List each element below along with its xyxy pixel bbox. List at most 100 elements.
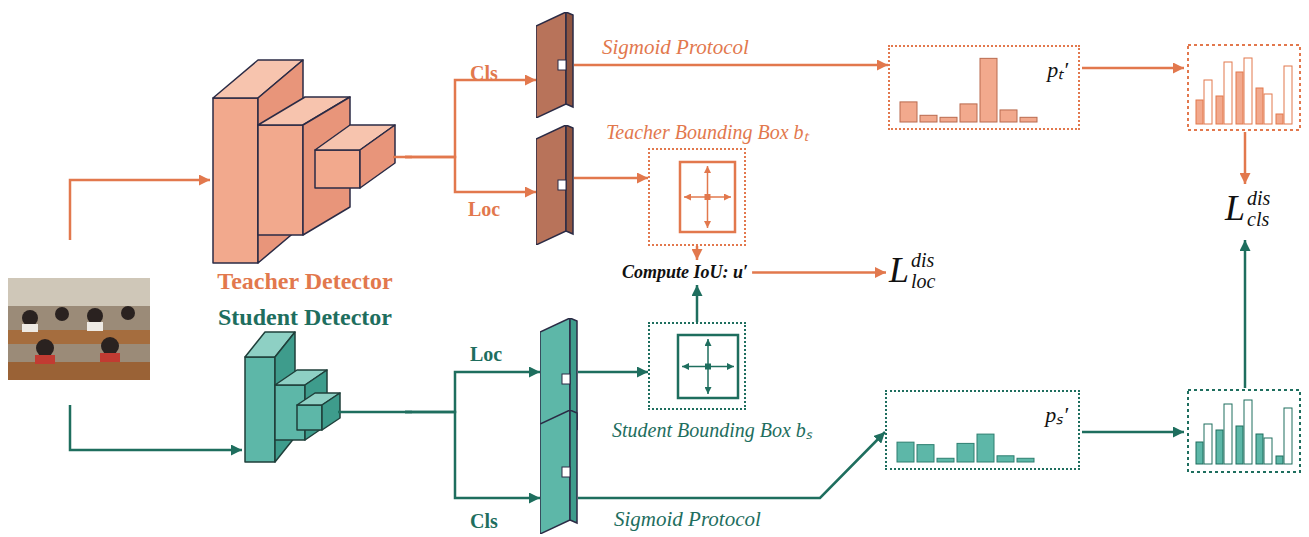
teacher-soft-distribution — [1236, 72, 1243, 124]
classroom-photo — [8, 330, 150, 344]
feature-map-side — [566, 12, 573, 107]
flow-connector — [405, 372, 540, 412]
histogram-bar — [937, 458, 954, 462]
flow-connector — [578, 371, 648, 374]
distribution-arrow — [1082, 68, 1245, 432]
branch-label: Loc — [470, 343, 502, 366]
histogram-bar — [900, 102, 917, 122]
classroom-photo — [8, 362, 150, 380]
loss-symbol: L — [1225, 189, 1245, 229]
student-network — [297, 405, 322, 430]
histogram-bar — [917, 445, 934, 462]
flow-connector — [752, 271, 886, 274]
box-extent-arrow — [710, 366, 734, 368]
input-arrow — [70, 405, 242, 450]
input-arrow — [70, 180, 210, 240]
classroom-photo — [8, 278, 150, 380]
teacher-soft-distribution — [1276, 114, 1283, 124]
branch-label: Loc — [468, 198, 500, 221]
student-soft-distribution — [1188, 390, 1300, 472]
loss-superscript: dis — [1247, 188, 1270, 209]
teacher-soft-distribution — [1196, 100, 1203, 124]
histogram-bar — [980, 58, 997, 122]
teacher-soft-distribution — [1224, 62, 1232, 124]
teacher-network — [315, 150, 360, 188]
teacher-network — [213, 98, 258, 263]
bounding-box: Teacher Bounding Box bₜ — [648, 148, 746, 246]
loss-term: Ldisloc — [886, 250, 938, 292]
classroom-photo — [101, 337, 119, 355]
loss-superscript: dis — [911, 250, 935, 271]
classroom-photo — [55, 307, 69, 321]
feature-map-shape — [540, 410, 578, 534]
student-detector: Student Detector — [205, 300, 405, 460]
distribution-symbol: pₛ′ — [1045, 398, 1068, 428]
feature-map: Cls — [540, 410, 578, 534]
distribution-arrow — [1082, 67, 1184, 70]
histogram-bar — [977, 434, 994, 462]
classroom-photo — [35, 355, 55, 364]
edge-label: Sigmoid Protocol — [612, 507, 763, 532]
histogram-bar — [1020, 117, 1037, 122]
student-soft-distribution — [1276, 456, 1283, 464]
feature-map-face — [536, 125, 566, 245]
feature-map-side — [570, 410, 577, 523]
branch-label: Cls — [470, 510, 498, 533]
teacher-soft-distribution — [1188, 45, 1300, 130]
box-extent-arrow — [710, 196, 732, 198]
flow-connector — [696, 246, 699, 260]
anchor-cell — [558, 60, 566, 70]
box-extent-arrow — [707, 339, 709, 365]
teacher-soft-distribution — [1244, 58, 1252, 124]
histogram-bar — [957, 443, 974, 462]
teacher-network — [213, 60, 395, 263]
histogram-bar — [1000, 110, 1017, 122]
box-center — [705, 194, 711, 200]
flow-connector — [574, 177, 648, 180]
iou-step: Compute IoU: u′ — [618, 260, 752, 285]
student-network — [322, 393, 340, 430]
student-soft-distribution — [1236, 426, 1243, 464]
box-outline — [680, 162, 735, 232]
classroom-photo — [87, 308, 103, 324]
teacher-soft-distribution — [1204, 80, 1212, 124]
network-output-stub — [338, 411, 412, 414]
student-soft-distribution — [1216, 430, 1223, 464]
flow-connector — [405, 157, 536, 192]
student-soft-distribution — [1224, 404, 1232, 464]
anchor-cell — [562, 374, 570, 384]
teacher-detector: Teacher Detector — [205, 50, 405, 300]
flow-connector — [405, 80, 536, 157]
flow-connector — [405, 412, 540, 498]
teacher-network — [360, 125, 395, 188]
classroom-photo — [22, 310, 38, 326]
flow-connector — [696, 285, 699, 322]
classroom-photo — [121, 306, 135, 320]
probability-histogram: pₜ′ — [888, 45, 1080, 130]
student-soft-distribution — [1204, 424, 1212, 464]
feature-map-face — [536, 12, 566, 118]
classroom-photo — [87, 322, 103, 331]
bounding-box: Student Bounding Box bₛ — [648, 322, 746, 410]
box-outline — [678, 335, 738, 398]
loss-subscript: cls — [1247, 209, 1270, 230]
classroom-photo — [8, 278, 150, 306]
classroom-photo — [36, 339, 54, 357]
feature-map: Cls — [536, 12, 574, 118]
teacher-network — [258, 60, 303, 263]
anchor-cell — [558, 180, 566, 190]
teacher-soft-distribution — [1188, 45, 1300, 130]
loss-script: discls — [1247, 188, 1270, 230]
feature-map-shape — [536, 12, 574, 118]
loss-term: Ldiscls — [1222, 188, 1273, 230]
histogram-bar — [960, 104, 977, 122]
teacher-soft-distribution — [1256, 88, 1263, 124]
teacher-network — [258, 125, 303, 235]
edge-label: Sigmoid Protocol — [600, 35, 751, 60]
student-soft-distribution — [1244, 400, 1252, 464]
flow-connector — [574, 64, 888, 67]
classroom-photo — [100, 353, 120, 362]
histogram-bar — [997, 456, 1014, 462]
feature-map-side — [566, 125, 573, 234]
box-extent-arrow — [682, 366, 706, 368]
